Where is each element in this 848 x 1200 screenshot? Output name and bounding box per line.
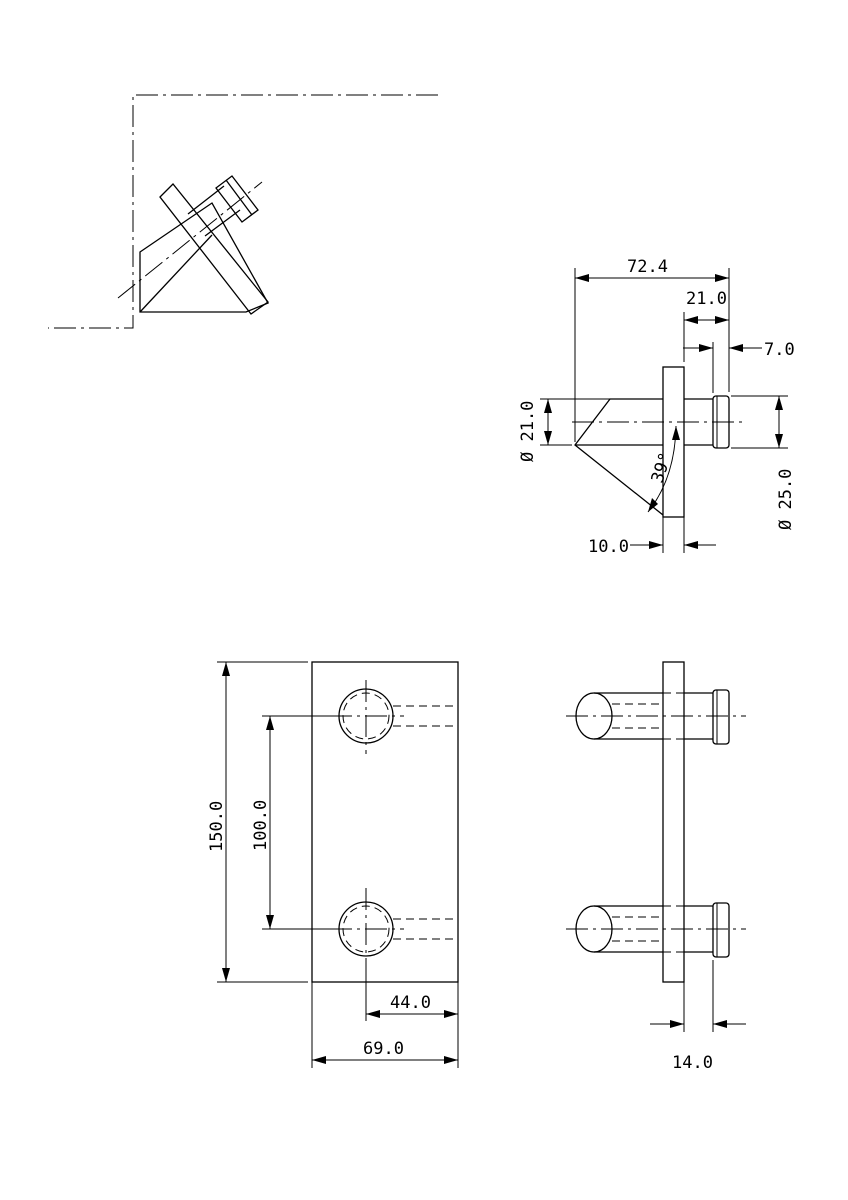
dim-right-head-offset: 14.0 <box>672 1053 713 1073</box>
dim-side-diameter-head: Ø 25.0 <box>776 469 796 530</box>
isometric-view <box>48 94 438 329</box>
dim-front-hole-offset: 44.0 <box>390 993 431 1013</box>
dim-side-plate-thickness: 10.0 <box>588 537 629 557</box>
dim-side-angle: 39° <box>648 450 677 485</box>
front-view: 150.0 100.0 44.0 69.0 <box>207 661 459 1068</box>
dim-side-flange-offset: 21.0 <box>686 289 727 309</box>
dim-front-hole-spacing: 100.0 <box>251 800 271 851</box>
dim-front-height: 150.0 <box>207 801 227 852</box>
dim-side-length: 72.4 <box>627 257 668 277</box>
dim-front-width: 69.0 <box>363 1039 404 1059</box>
dim-side-head: 7.0 <box>764 340 795 360</box>
right-view: 14.0 <box>566 661 746 1073</box>
side-view: 72.4 21.0 7.0 Ø 21.0 Ø 25.0 39° <box>518 257 796 557</box>
dim-side-diameter-pin: Ø 21.0 <box>518 401 538 462</box>
